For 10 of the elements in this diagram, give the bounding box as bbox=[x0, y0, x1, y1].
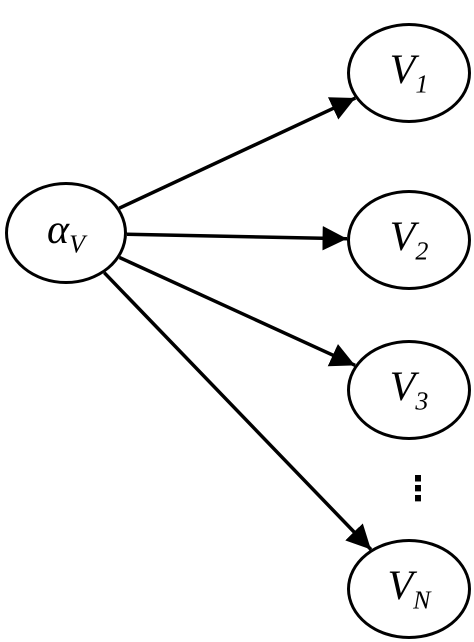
node-label: α$_{V}$ bbox=[47, 208, 85, 258]
arrow bbox=[126, 226, 348, 250]
arrow bbox=[118, 256, 356, 367]
arrow bbox=[118, 96, 356, 210]
node-label: V$_{3}$ bbox=[390, 366, 428, 414]
node-label: V$_{1}$ bbox=[390, 48, 428, 98]
arrow bbox=[103, 272, 372, 551]
ellipsis-label: ⋮ bbox=[401, 472, 435, 506]
node-label: V$_{2}$ bbox=[390, 216, 428, 264]
node-label: V$_{N}$ bbox=[388, 564, 430, 614]
